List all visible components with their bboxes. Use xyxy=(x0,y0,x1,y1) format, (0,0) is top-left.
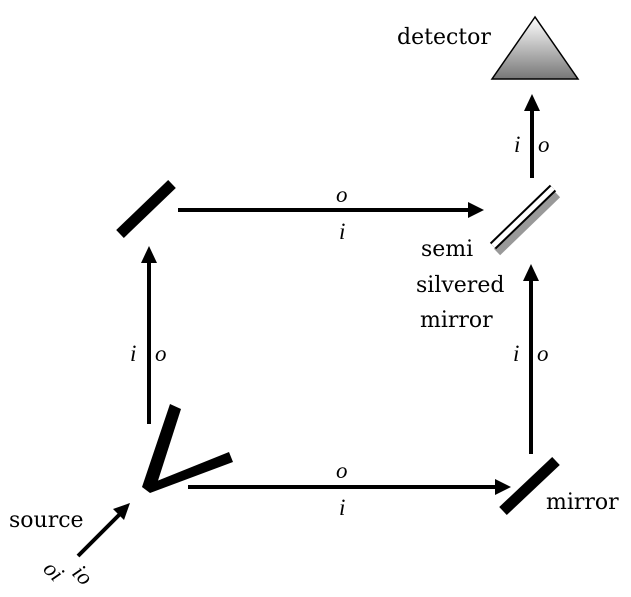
beam-source xyxy=(76,512,122,558)
mirror-label: mirror xyxy=(546,490,619,515)
beam-label-left-o: o xyxy=(155,341,167,366)
detector-triangle-icon xyxy=(490,15,580,80)
semi-silvered-label-line1: semi xyxy=(421,237,473,262)
beam-label-right-o: o xyxy=(537,341,549,366)
arrowhead-left xyxy=(141,246,157,263)
semi-silvered-mirror-icon xyxy=(489,184,561,256)
semi-silvered-label-line2: silvered xyxy=(416,273,504,298)
beam-label-bottom-o: o xyxy=(336,458,348,483)
beam-label-detector-i: i xyxy=(514,132,520,157)
semi-silvered-label-line3: mirror xyxy=(420,308,493,333)
beam-label-top-i: i xyxy=(339,219,345,244)
v-splitter-icon xyxy=(142,404,233,493)
beam-label-detector-o: o xyxy=(538,132,550,157)
beam-label-top-o: o xyxy=(336,182,348,207)
beam-label-left-i: i xyxy=(130,341,136,366)
detector-label: detector xyxy=(397,25,491,50)
arrowhead-source xyxy=(113,503,130,520)
source-label: source xyxy=(9,508,84,533)
beam-label-source-oi: oi xyxy=(38,556,68,586)
arrowhead-top xyxy=(468,202,484,218)
arrowhead-right xyxy=(523,264,539,281)
beam-label-source-io: io xyxy=(67,560,97,590)
beam-label-right-i: i xyxy=(513,341,519,366)
top-left-mirror xyxy=(116,180,176,238)
bottom-right-mirror xyxy=(499,456,560,516)
arrowhead-detector xyxy=(524,94,540,111)
beam-label-bottom-i: i xyxy=(339,495,345,520)
arrowhead-bottom xyxy=(495,479,511,495)
